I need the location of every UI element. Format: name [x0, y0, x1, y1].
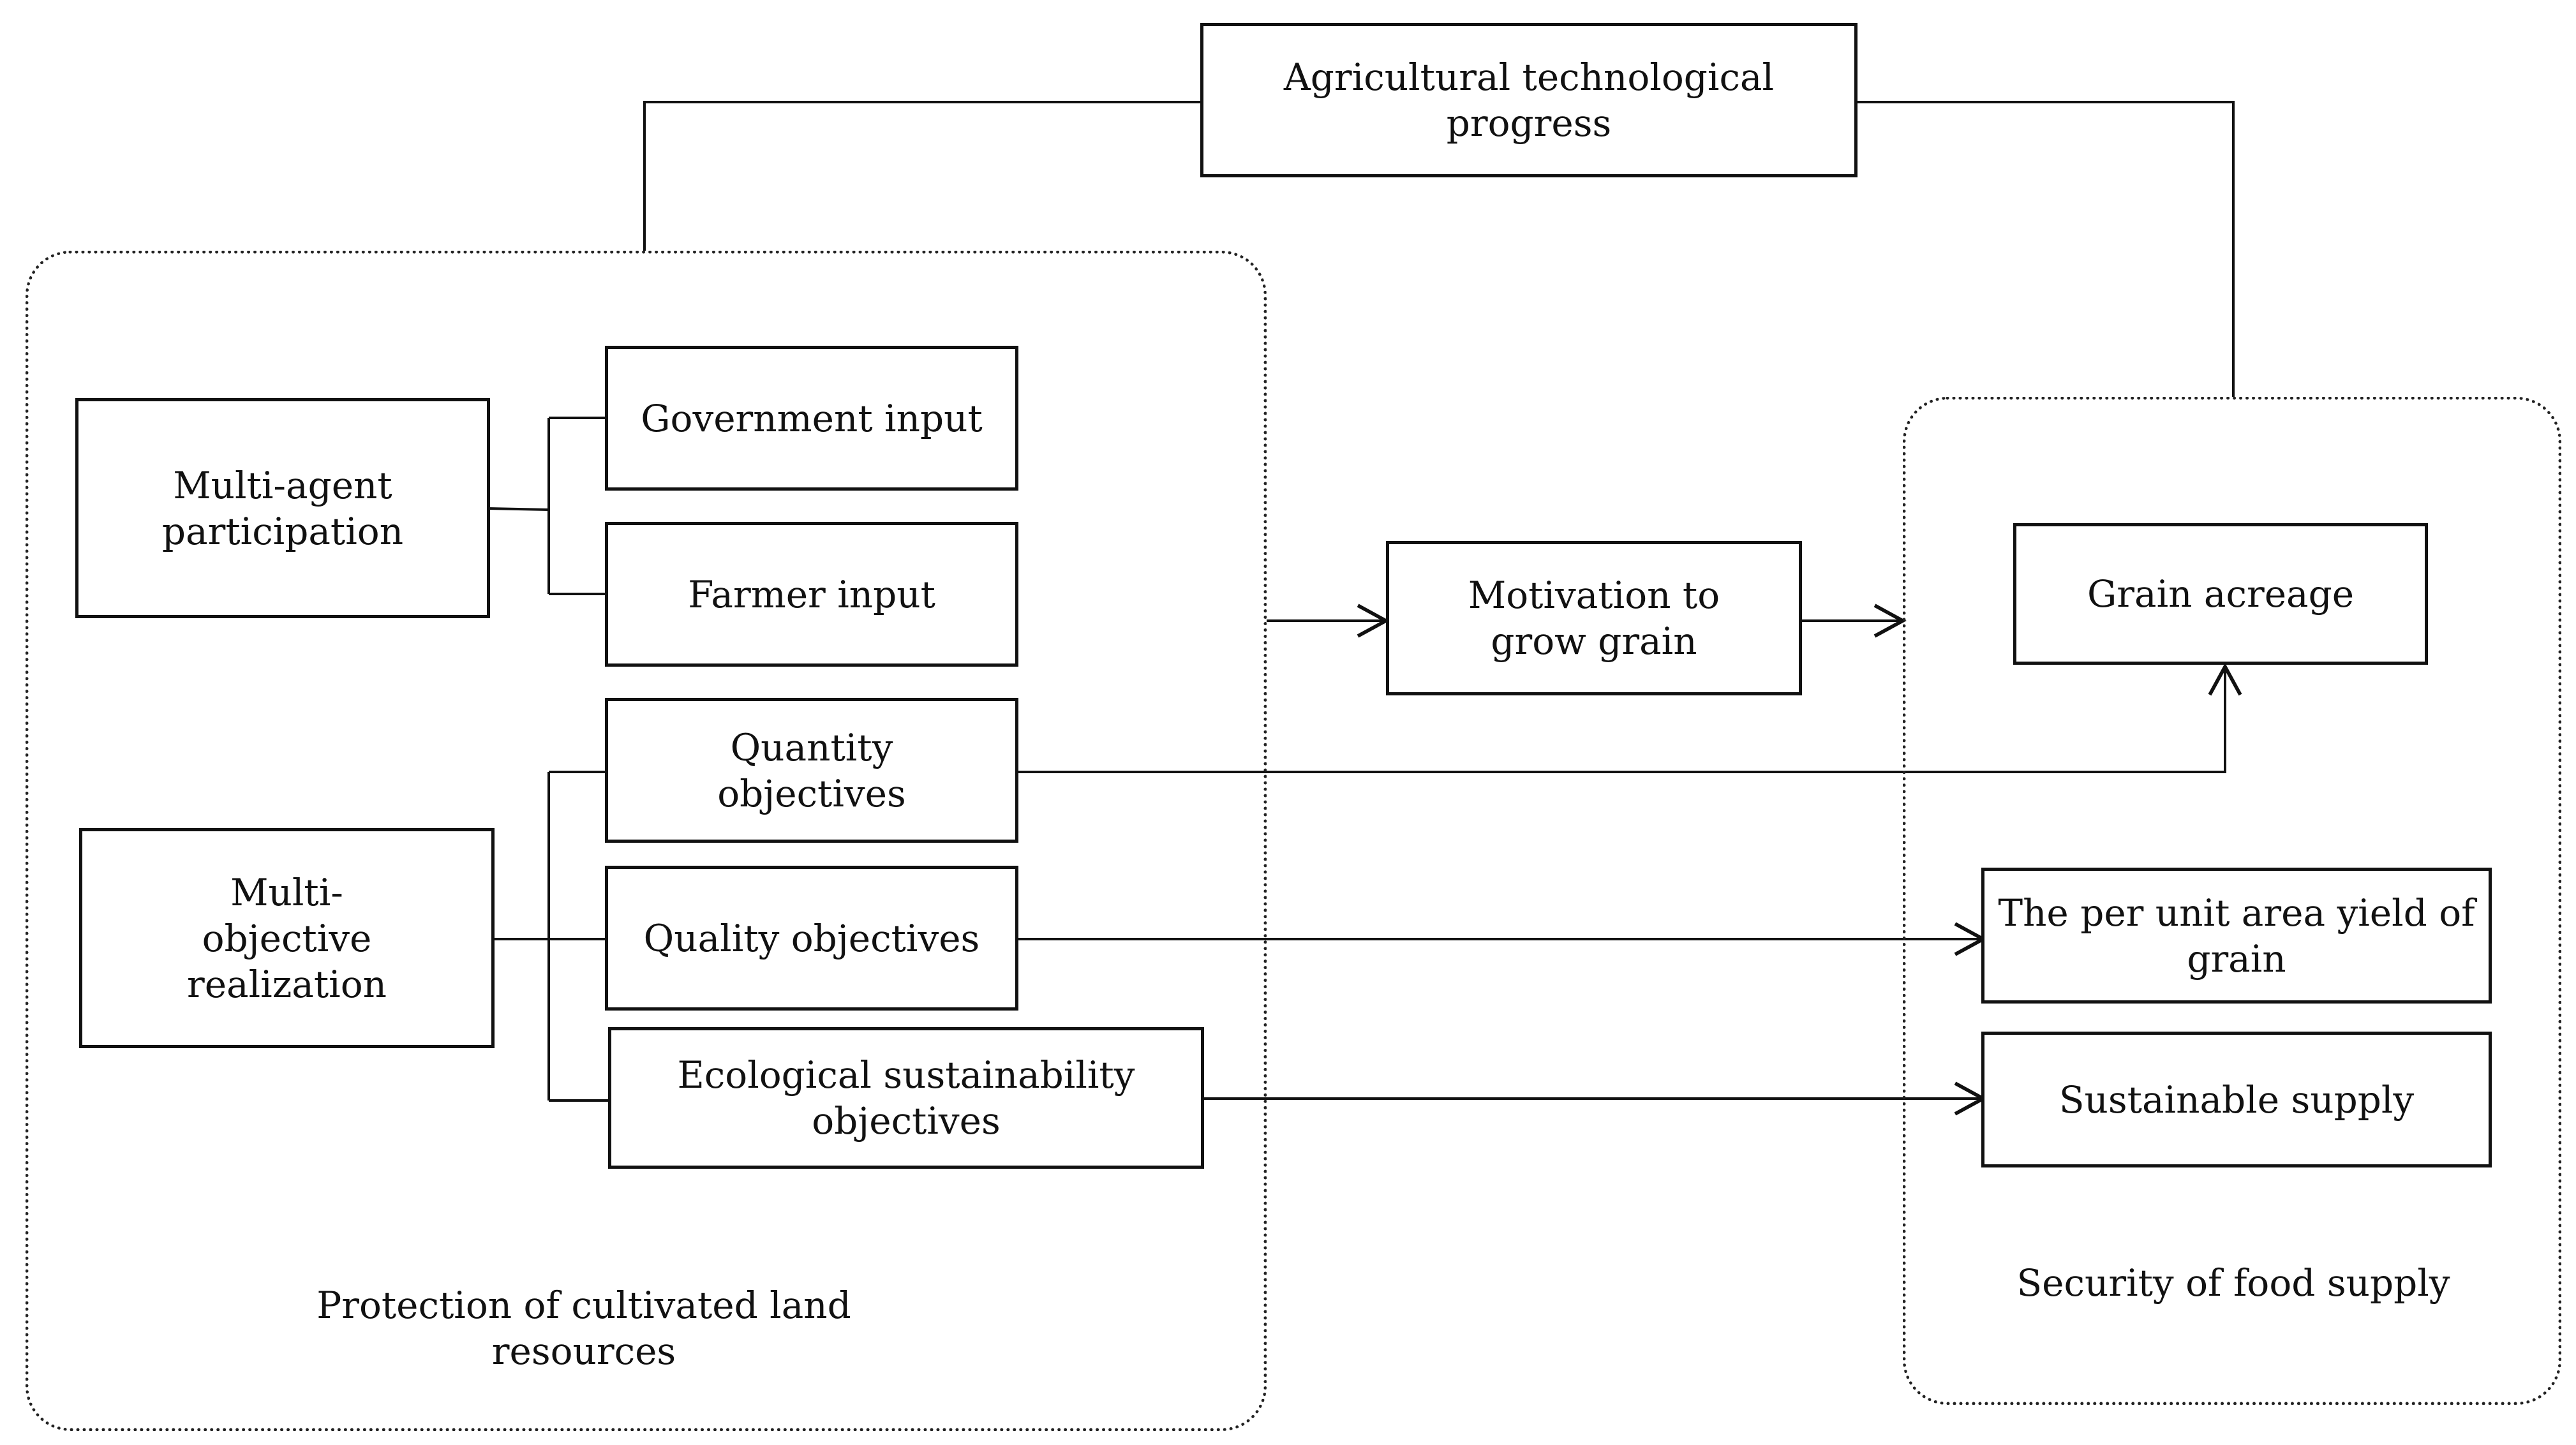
- motivation-node: Motivation to grow grain: [1386, 541, 1802, 695]
- land-protection-group: [26, 251, 1267, 1431]
- land-protection-label: Protection of cultivated land resources: [316, 1284, 851, 1373]
- grain-acreage-node: Grain acreage: [2013, 523, 2428, 665]
- multi-agent-node: Multi-agent participation: [75, 398, 490, 618]
- government-input-node: Government input: [605, 346, 1018, 491]
- quantity-to-acreage-arrow: [1018, 663, 2242, 773]
- agricultural-tech-node: Agricultural technological progress: [1200, 23, 1858, 177]
- multi-objective-node: Multi-objective realization: [79, 828, 495, 1048]
- quantity-objectives-node: Quantity objectives: [605, 698, 1018, 843]
- food-security-label: Security of food supply: [2016, 1261, 2450, 1305]
- tech-to-food-connector: [1858, 101, 2235, 397]
- farmer-input-node: Farmer input: [605, 522, 1018, 667]
- ecological-objectives-node: Ecological sustainability objectives: [608, 1027, 1204, 1169]
- food-security-group: [1903, 397, 2561, 1405]
- tech-to-land-connector: [643, 101, 1200, 251]
- multi-agent-bracket-stem: [488, 507, 549, 511]
- quality-objectives-node: Quality objectives: [605, 866, 1018, 1011]
- sustainable-supply-node: Sustainable supply: [1981, 1032, 2492, 1167]
- per-unit-yield-node: The per unit area yield of grain: [1981, 868, 2492, 1004]
